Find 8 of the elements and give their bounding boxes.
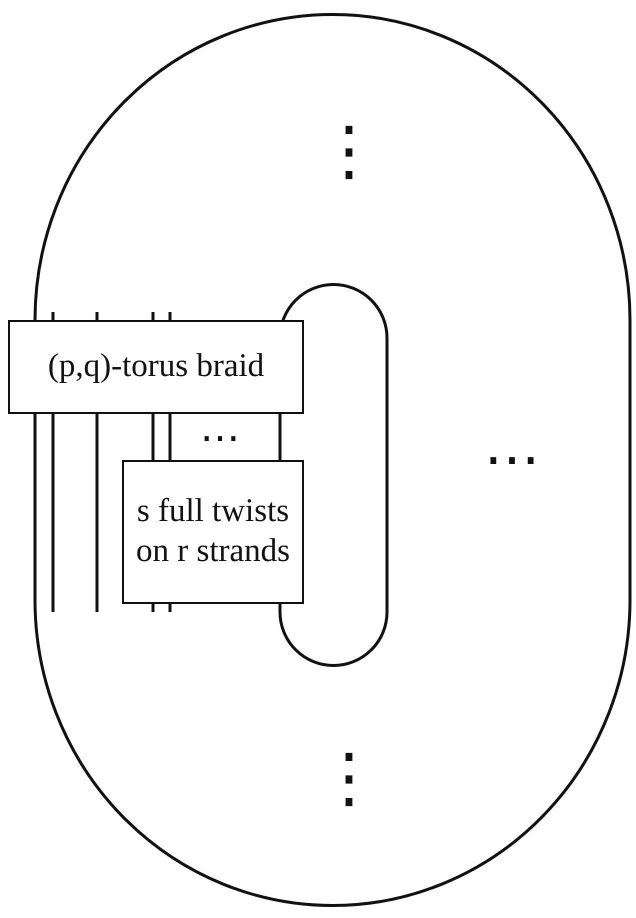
box-label: s full twists on r strands	[135, 492, 291, 571]
ellipsis-dots: ⋮	[316, 118, 382, 184]
ellipsis-dots: ⋯	[200, 418, 240, 458]
box-label: (p,q)-torus braid	[48, 347, 264, 386]
ellipsis-dots: ⋯	[484, 432, 540, 488]
ellipsis-dots: ⋮	[316, 745, 382, 811]
braid-box	[122, 460, 304, 604]
braid-box	[8, 320, 304, 414]
